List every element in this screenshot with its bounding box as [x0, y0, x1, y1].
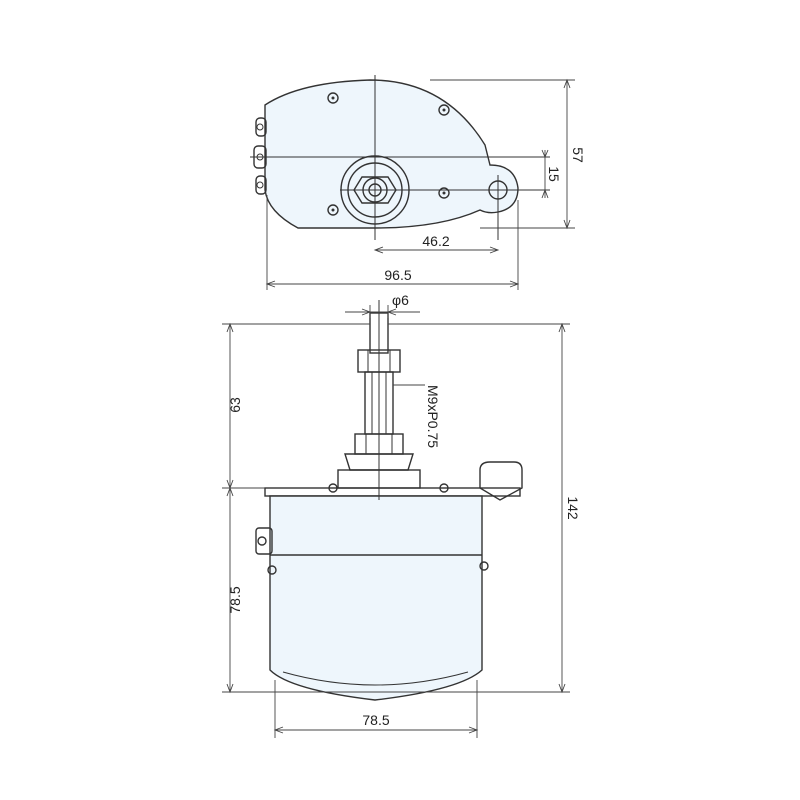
dim-142-label: 142 — [565, 496, 581, 520]
top-view: 57 15 46.2 96.5 — [250, 75, 586, 290]
dim-57-label: 57 — [570, 147, 586, 163]
mounting-screws — [327, 92, 450, 216]
motor-body — [269, 495, 483, 701]
dim-46-2-label: 46.2 — [422, 233, 449, 249]
dim-63-label: 63 — [227, 397, 243, 413]
terminal-connectors — [253, 117, 267, 195]
dim-15-label: 15 — [546, 166, 562, 182]
side-terminal — [255, 527, 273, 555]
dim-78-5-horizontal-label: 78.5 — [362, 712, 389, 728]
thread-spec-label: M9xP0.75 — [425, 385, 441, 448]
dim-96-5-label: 96.5 — [384, 267, 411, 283]
ear-connector — [479, 461, 523, 501]
top-view-housing — [264, 79, 519, 229]
side-view: φ6 M9xP0.75 63 78.5 142 78.5 — [222, 292, 581, 738]
dim-phi-6-label: φ6 — [392, 292, 409, 308]
dim-78-5-vertical-label: 78.5 — [227, 586, 243, 613]
